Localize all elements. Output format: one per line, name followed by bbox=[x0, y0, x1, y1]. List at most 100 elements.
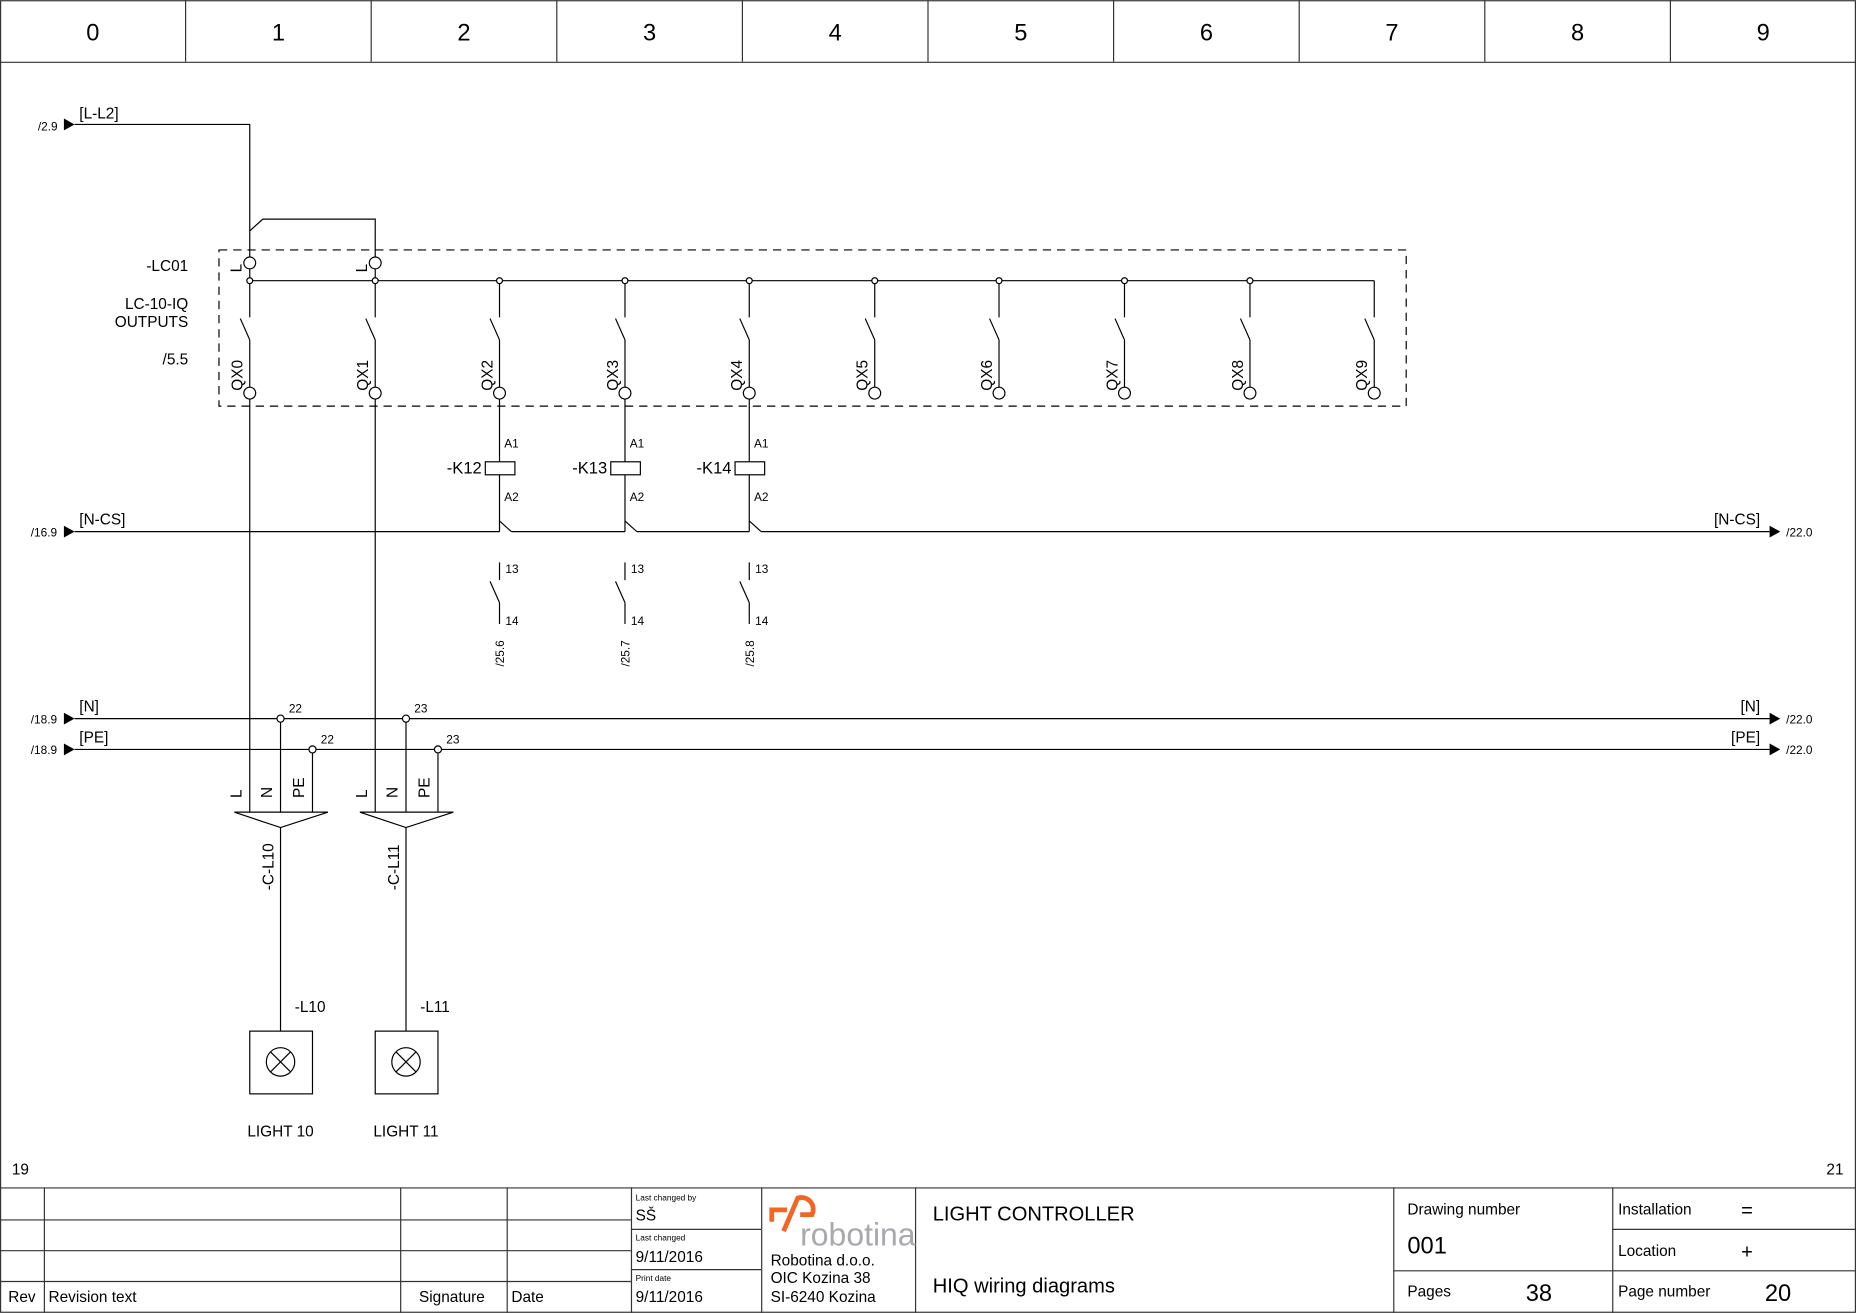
junction-dot bbox=[371, 277, 379, 285]
contact-ref[interactable]: /25.6 bbox=[493, 640, 507, 667]
contact-14-label: 14 bbox=[505, 614, 519, 628]
company-city: SI-6240 Kozina bbox=[771, 1289, 877, 1306]
installation-value: = bbox=[1741, 1200, 1753, 1222]
terminal-l bbox=[368, 256, 382, 270]
n-terminal-label: 23 bbox=[414, 702, 428, 716]
switch-contact bbox=[864, 318, 876, 341]
cable-core-label: N bbox=[259, 787, 276, 798]
arrow-out-icon bbox=[1769, 712, 1781, 725]
column-number: 3 bbox=[643, 20, 656, 46]
last-changed-by-label: Last changed by bbox=[636, 1193, 698, 1202]
date-header: Date bbox=[511, 1289, 543, 1306]
bus-ref-in[interactable]: /16.9 bbox=[31, 525, 58, 539]
output-qx2: QX2 bbox=[479, 277, 507, 400]
lamp-name: LIGHT 10 bbox=[247, 1123, 313, 1140]
switch-contact bbox=[614, 318, 626, 341]
bus-label-left: [N-CS] bbox=[79, 512, 125, 529]
n-terminal bbox=[276, 714, 285, 723]
output-terminal[interactable] bbox=[1243, 386, 1257, 400]
relay-coil bbox=[484, 461, 516, 476]
relay-tag: -K12 bbox=[447, 459, 482, 478]
bus-n: /18.9[N][N]/22.0 bbox=[31, 699, 1813, 727]
pages-label: Pages bbox=[1407, 1283, 1451, 1300]
company-address: OIC Kozina 38 bbox=[771, 1270, 871, 1287]
bus-ref-in[interactable]: /18.9 bbox=[31, 712, 58, 726]
switch-contact bbox=[489, 318, 501, 341]
bus-ref-out[interactable]: /22.0 bbox=[1786, 525, 1813, 539]
relay-coil bbox=[610, 461, 641, 476]
output-terminal[interactable] bbox=[868, 386, 882, 400]
junction-dot bbox=[995, 277, 1003, 285]
column-number: 4 bbox=[829, 20, 842, 46]
junction-dot bbox=[871, 277, 879, 285]
column-number: 8 bbox=[1571, 20, 1584, 46]
junction-dot bbox=[1120, 277, 1129, 285]
coil-a2-label: A2 bbox=[630, 490, 644, 504]
bus-ref-out[interactable]: /22.0 bbox=[1786, 712, 1813, 726]
output-label: QX2 bbox=[479, 360, 496, 391]
switch-contact bbox=[739, 318, 750, 341]
column-number: 9 bbox=[1757, 20, 1770, 46]
coil-a2-label: A2 bbox=[754, 490, 768, 504]
switch-contact bbox=[989, 318, 1000, 341]
last-changed-label: Last changed bbox=[636, 1234, 686, 1243]
output-terminal[interactable] bbox=[1117, 386, 1131, 400]
bus-ncs: /16.9[N-CS][N-CS]/22.0 bbox=[31, 512, 1813, 540]
drawing-title: LIGHT CONTROLLER bbox=[933, 1204, 1135, 1226]
output-label: QX9 bbox=[1354, 360, 1371, 391]
switch-contact bbox=[1239, 318, 1251, 341]
lamp-tag: -L10 bbox=[295, 999, 326, 1016]
cable-core-label: N bbox=[385, 787, 402, 798]
cable-core-label: L bbox=[228, 789, 245, 798]
supply-ref[interactable]: /2.9 bbox=[38, 119, 58, 133]
nc-break bbox=[624, 520, 638, 533]
controller-ref[interactable]: /5.5 bbox=[163, 352, 189, 369]
controller-model: LC-10-IQ bbox=[125, 296, 188, 313]
junction-dot bbox=[246, 277, 254, 285]
last-changed: 9/11/2016 bbox=[636, 1249, 703, 1266]
output-terminal[interactable] bbox=[992, 386, 1006, 400]
output-label: QX4 bbox=[729, 360, 746, 391]
supply-l-l2: /2.9 [L-L2] bbox=[38, 106, 376, 258]
arrow-in-icon bbox=[63, 743, 75, 756]
contact-ref[interactable]: /25.7 bbox=[619, 640, 633, 666]
controller-boundary bbox=[218, 249, 1407, 407]
nc-break bbox=[499, 520, 512, 533]
output-terminal[interactable] bbox=[1367, 386, 1381, 400]
arrow-out-icon bbox=[1769, 743, 1781, 756]
junction-dot bbox=[745, 277, 753, 285]
output-qx9: QX9 bbox=[1354, 280, 1381, 400]
location-value: + bbox=[1741, 1241, 1753, 1263]
installation-label: Installation bbox=[1618, 1202, 1692, 1219]
no-contact bbox=[614, 581, 626, 603]
pe-terminal bbox=[433, 745, 443, 754]
bus-ref-out[interactable]: /22.0 bbox=[1786, 743, 1813, 757]
contact-13-label: 13 bbox=[631, 562, 645, 576]
n-terminal bbox=[401, 714, 411, 723]
junction-dot bbox=[621, 277, 629, 285]
relay-coil bbox=[734, 461, 766, 476]
lamp-icon bbox=[391, 1047, 421, 1077]
robotina-logo: robotina bbox=[769, 1195, 916, 1252]
column-number: 2 bbox=[457, 20, 470, 46]
last-changed-by: SŠ bbox=[636, 1208, 657, 1225]
lamp-cross-icon bbox=[395, 1051, 417, 1073]
coil-a1-label: A1 bbox=[754, 437, 768, 451]
bus-pe: /18.9[PE][PE]/22.0 bbox=[31, 729, 1813, 757]
bus-ref-in[interactable]: /18.9 bbox=[31, 743, 58, 757]
contact-ref[interactable]: /25.8 bbox=[743, 640, 757, 667]
n-terminal-label: 22 bbox=[289, 702, 302, 716]
arrow-icon bbox=[63, 118, 75, 131]
switch-contact bbox=[239, 318, 251, 341]
next-page-ref: 21 bbox=[1826, 1161, 1843, 1178]
prev-page-ref: 19 bbox=[12, 1161, 29, 1178]
relay-tag: -K14 bbox=[697, 459, 732, 478]
